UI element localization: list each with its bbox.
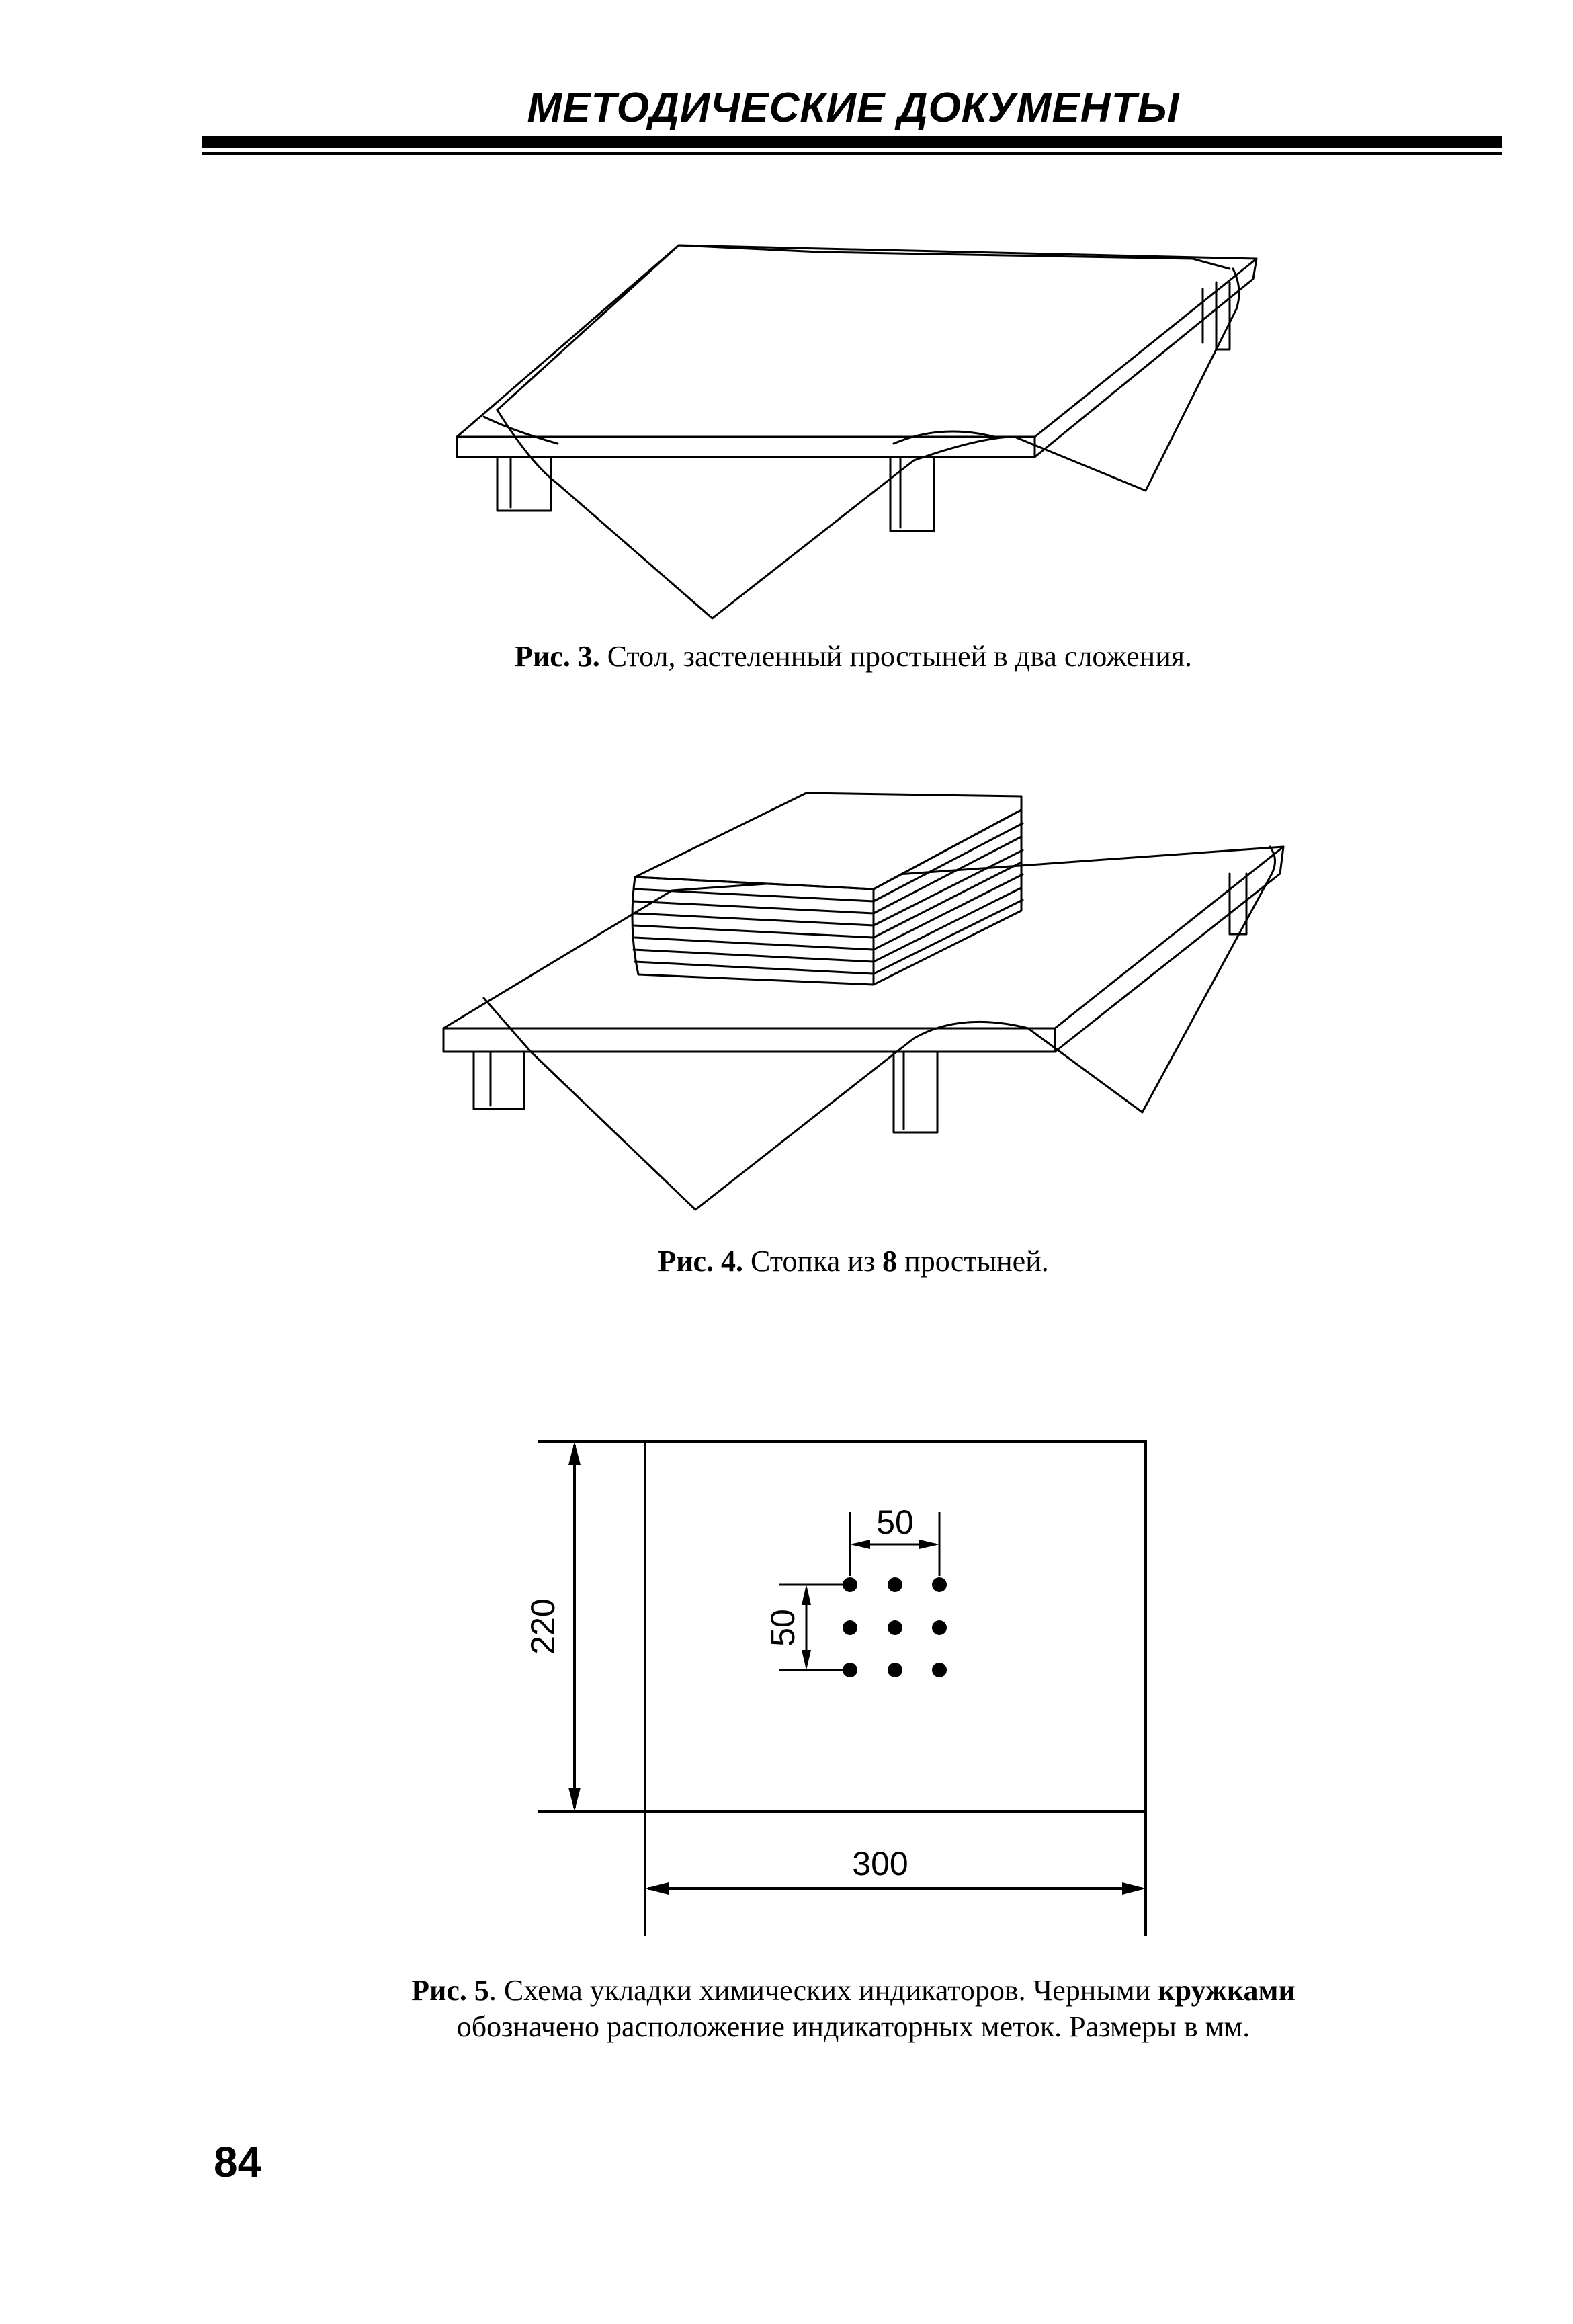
page-number: 84 bbox=[214, 2138, 262, 2186]
figure-4-caption: Рис. 4. Стопка из 8 простыней. bbox=[658, 1245, 1049, 1278]
sheet-rectangle bbox=[644, 1440, 1147, 1813]
indicator-dot bbox=[888, 1620, 902, 1635]
height-dimension-label: 220 bbox=[524, 1598, 562, 1654]
horizontal-spacing-label: 50 bbox=[876, 1503, 914, 1541]
running-head: МЕТОДИЧЕСКИЕ ДОКУМЕНТЫ bbox=[527, 85, 1180, 131]
figure-3-illustration bbox=[443, 242, 1277, 632]
indicator-dot bbox=[932, 1620, 947, 1635]
indicator-dots bbox=[843, 1577, 947, 1677]
indicator-dot bbox=[932, 1663, 947, 1677]
header-rule-thin bbox=[202, 152, 1502, 155]
indicator-dot bbox=[843, 1663, 857, 1677]
figure-4-illustration bbox=[430, 790, 1290, 1220]
indicator-dot bbox=[932, 1577, 947, 1592]
indicator-dot bbox=[888, 1663, 902, 1677]
width-dimension-label: 300 bbox=[852, 1845, 908, 1882]
figure-3-caption: Рис. 3. Стол, застеленный простыней в дв… bbox=[515, 640, 1192, 673]
indicator-dot bbox=[843, 1620, 857, 1635]
figure-5-caption: Рис. 5. Схема укладки химических индикат… bbox=[411, 1974, 1295, 2043]
vertical-spacing-label: 50 bbox=[764, 1609, 802, 1647]
header-rule-thick bbox=[202, 136, 1502, 148]
figure-5-diagram: 220 300 50 50 bbox=[524, 1425, 1169, 1949]
indicator-dot bbox=[888, 1577, 902, 1592]
indicator-dot bbox=[843, 1577, 857, 1592]
